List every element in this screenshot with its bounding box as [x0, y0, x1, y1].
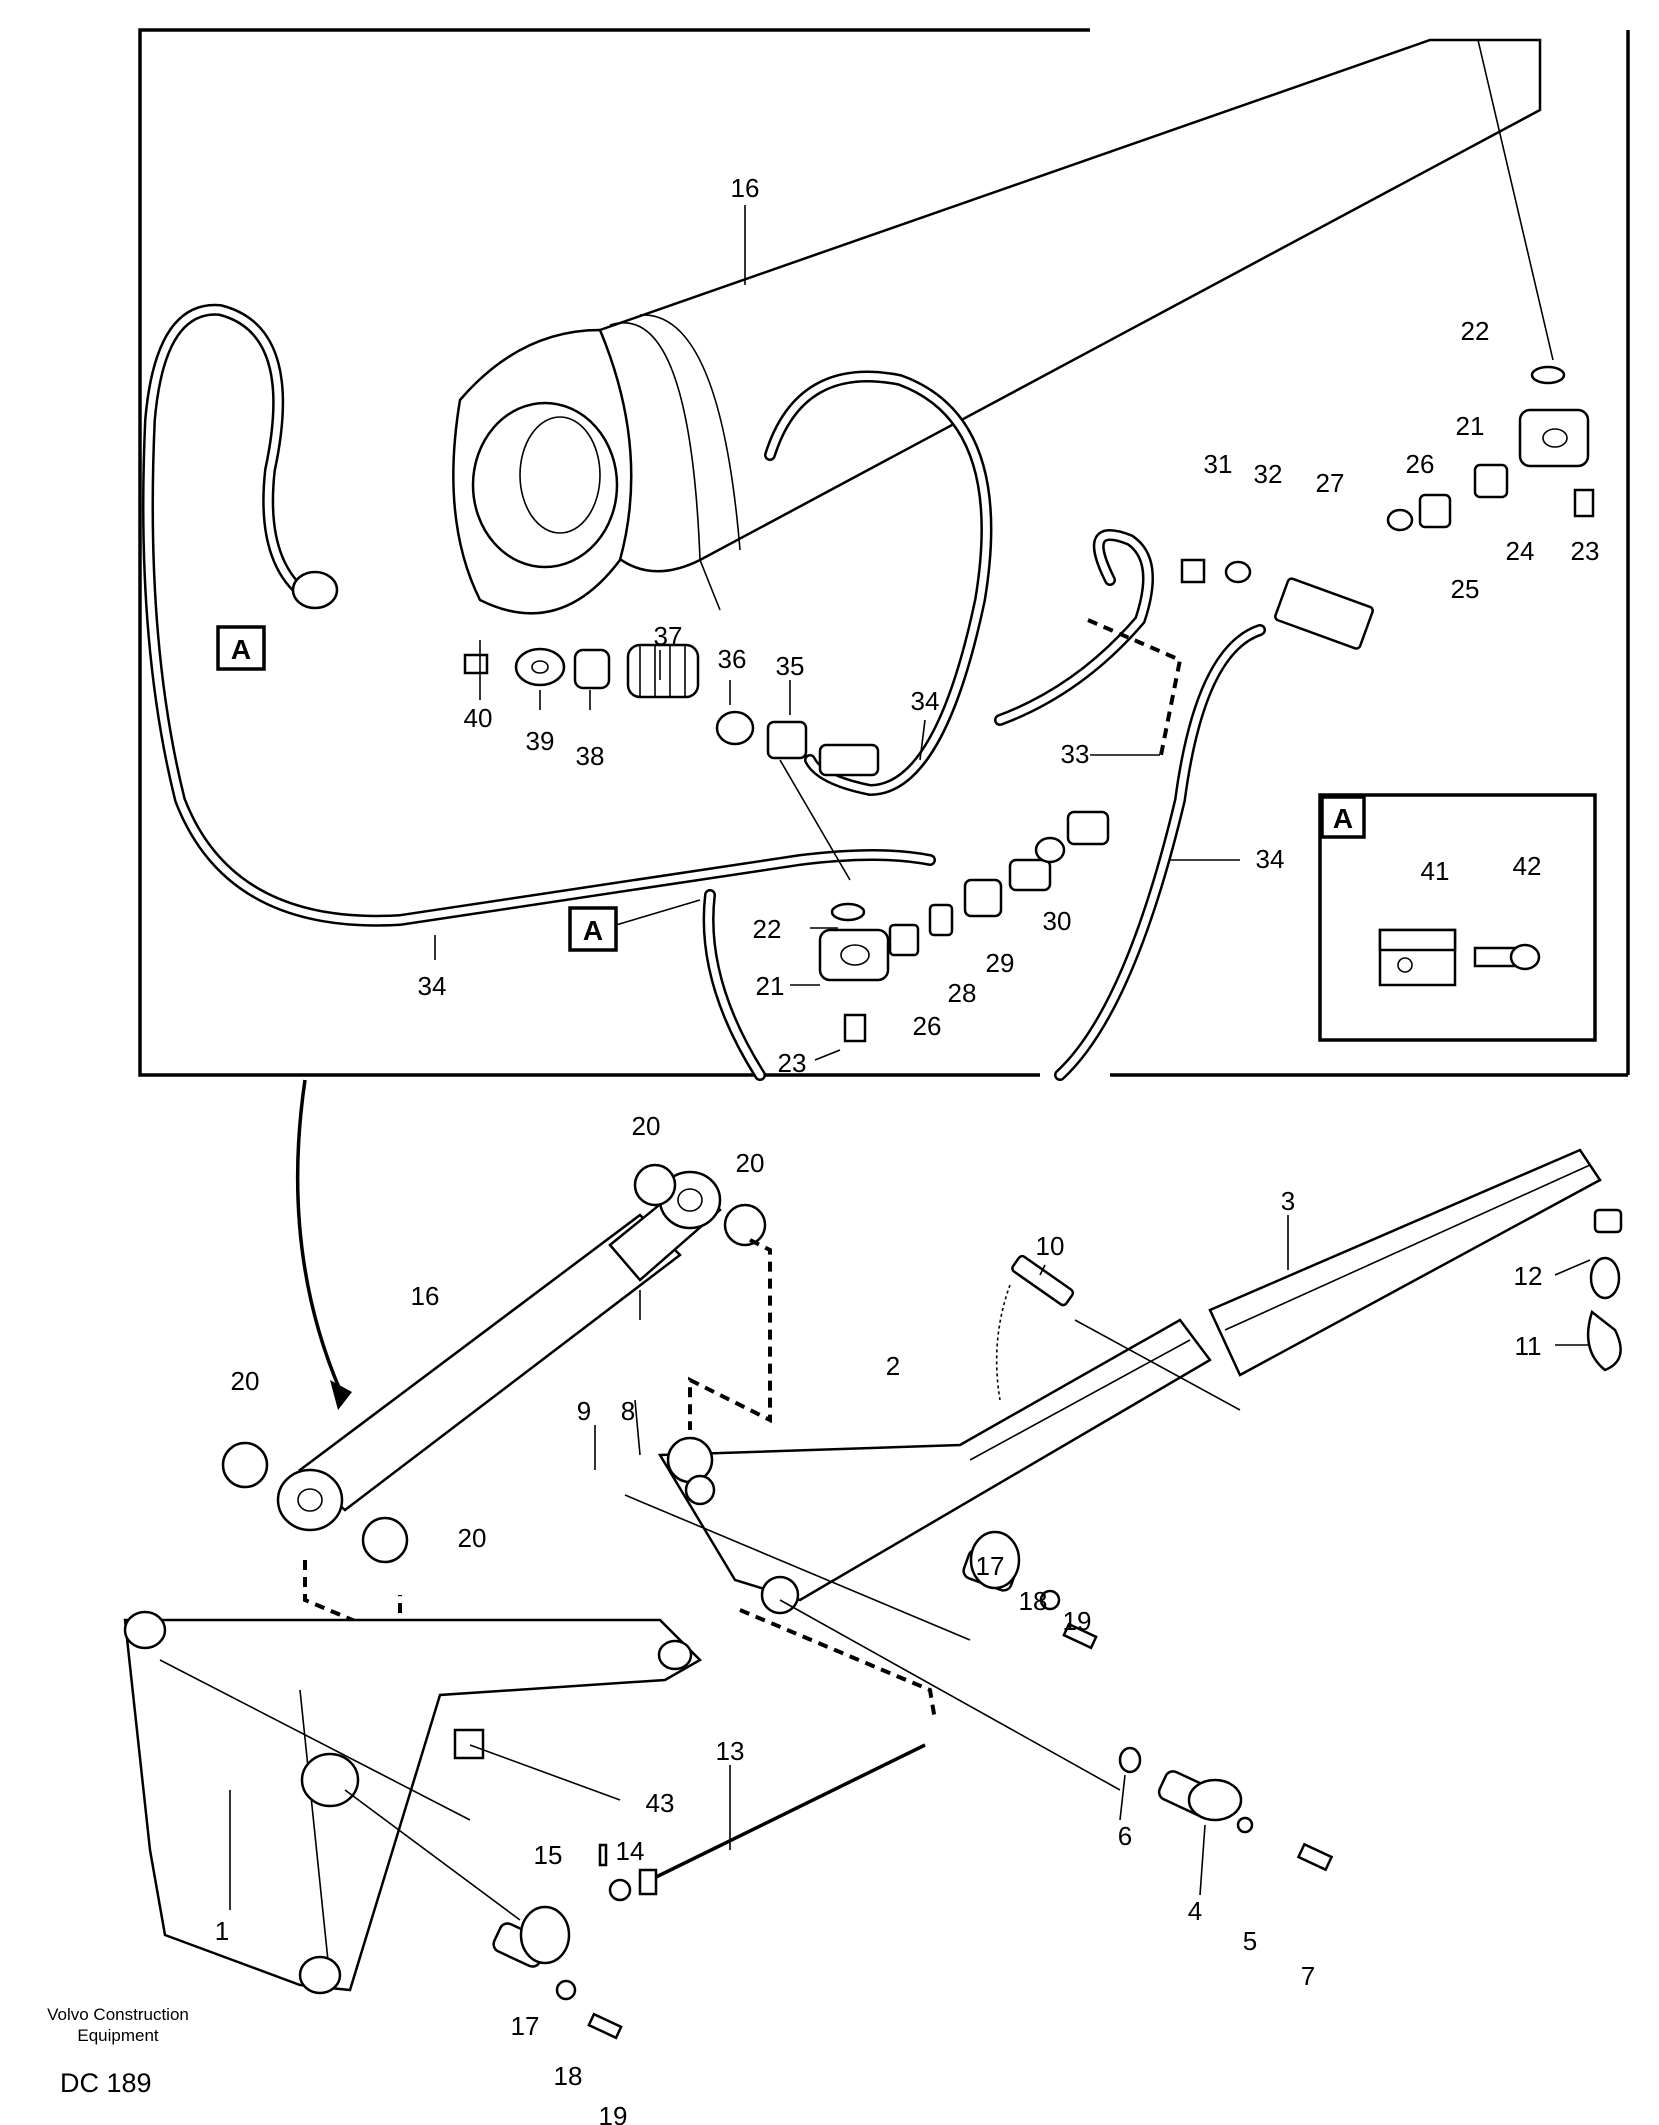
callout-labels: 1 2 3 4 5 6 7 8 9 10 11 12 13 14 15 16 1…	[215, 173, 1600, 2125]
callout-36: 36	[718, 644, 747, 674]
callout-20-top: 20	[632, 1111, 661, 1141]
callout-34-right: 34	[1256, 844, 1285, 874]
callout-6: 6	[1118, 1821, 1132, 1851]
callout-11: 11	[1515, 1331, 1542, 1361]
callout-16-upper: 16	[731, 173, 760, 203]
callout-24: 24	[1506, 536, 1535, 566]
callout-34-left: 34	[418, 971, 447, 1001]
callout-26-upper: 26	[1406, 449, 1435, 479]
detail-tag-a-inset: A	[1333, 803, 1353, 834]
drawing-code: DC 189	[60, 2068, 152, 2098]
callout-23-upper: 23	[1571, 536, 1600, 566]
callout-35: 35	[776, 651, 805, 681]
callout-2: 2	[886, 1351, 900, 1381]
callout-15: 15	[534, 1840, 563, 1870]
callout-20-left: 20	[231, 1366, 260, 1396]
callout-18-right: 18	[1019, 1586, 1048, 1616]
detail-tag-a-middle: A	[583, 915, 603, 946]
callout-5: 5	[1243, 1926, 1257, 1956]
hydraulic-detail-frame	[138, 28, 1630, 1081]
callout-9: 9	[577, 1396, 591, 1426]
callout-19-lower: 19	[599, 2101, 628, 2125]
callout-14: 14	[616, 1836, 645, 1866]
callout-21-lower: 21	[756, 971, 785, 1001]
callout-33: 33	[1061, 739, 1090, 769]
callout-10: 10	[1036, 1231, 1065, 1261]
callout-42: 42	[1513, 851, 1542, 881]
callout-25: 25	[1451, 574, 1480, 604]
title-block: Volvo Construction Equipment DC 189	[47, 2005, 189, 2098]
callout-8: 8	[621, 1396, 635, 1426]
callout-13: 13	[716, 1736, 745, 1766]
callout-4: 4	[1188, 1896, 1202, 1926]
callout-40: 40	[464, 703, 493, 733]
callout-38: 38	[576, 741, 605, 771]
callout-19-right: 19	[1063, 1606, 1092, 1636]
callout-20-right: 20	[458, 1523, 487, 1553]
callout-30: 30	[1043, 906, 1072, 936]
callout-1: 1	[215, 1916, 229, 1946]
callout-27: 27	[1316, 468, 1345, 498]
callout-26-lower: 26	[913, 1011, 942, 1041]
callout-leaders	[229, 205, 1591, 1910]
callout-16-lower: 16	[411, 1281, 440, 1311]
brand-name-line2: Equipment	[77, 2026, 159, 2045]
callout-22-lower: 22	[753, 914, 782, 944]
callout-23-lower: 23	[778, 1048, 807, 1078]
callout-3: 3	[1281, 1186, 1295, 1216]
callout-21-upper: 21	[1456, 411, 1485, 441]
brand-name-line1: Volvo Construction	[47, 2005, 189, 2024]
callout-17-lower: 17	[511, 2011, 540, 2041]
callout-12: 12	[1514, 1261, 1543, 1291]
callout-7: 7	[1301, 1961, 1315, 1991]
callout-39: 39	[526, 726, 555, 756]
callout-37: 37	[654, 621, 683, 651]
callout-41: 41	[1421, 856, 1450, 886]
callout-17-right: 17	[976, 1551, 1005, 1581]
callout-22-upper: 22	[1461, 316, 1490, 346]
callout-28: 28	[948, 978, 977, 1008]
callout-32: 32	[1254, 459, 1283, 489]
detail-tag-a-left: A	[231, 634, 251, 665]
callout-43: 43	[646, 1788, 675, 1818]
callout-29: 29	[986, 948, 1015, 978]
detail-tags: A A A	[216, 625, 1366, 952]
callout-31: 31	[1204, 449, 1233, 479]
callout-20-topright: 20	[736, 1148, 765, 1178]
lower-assembly	[123, 1079, 1623, 2040]
callout-18-lower: 18	[554, 2061, 583, 2091]
callout-34-middle: 34	[911, 686, 940, 716]
